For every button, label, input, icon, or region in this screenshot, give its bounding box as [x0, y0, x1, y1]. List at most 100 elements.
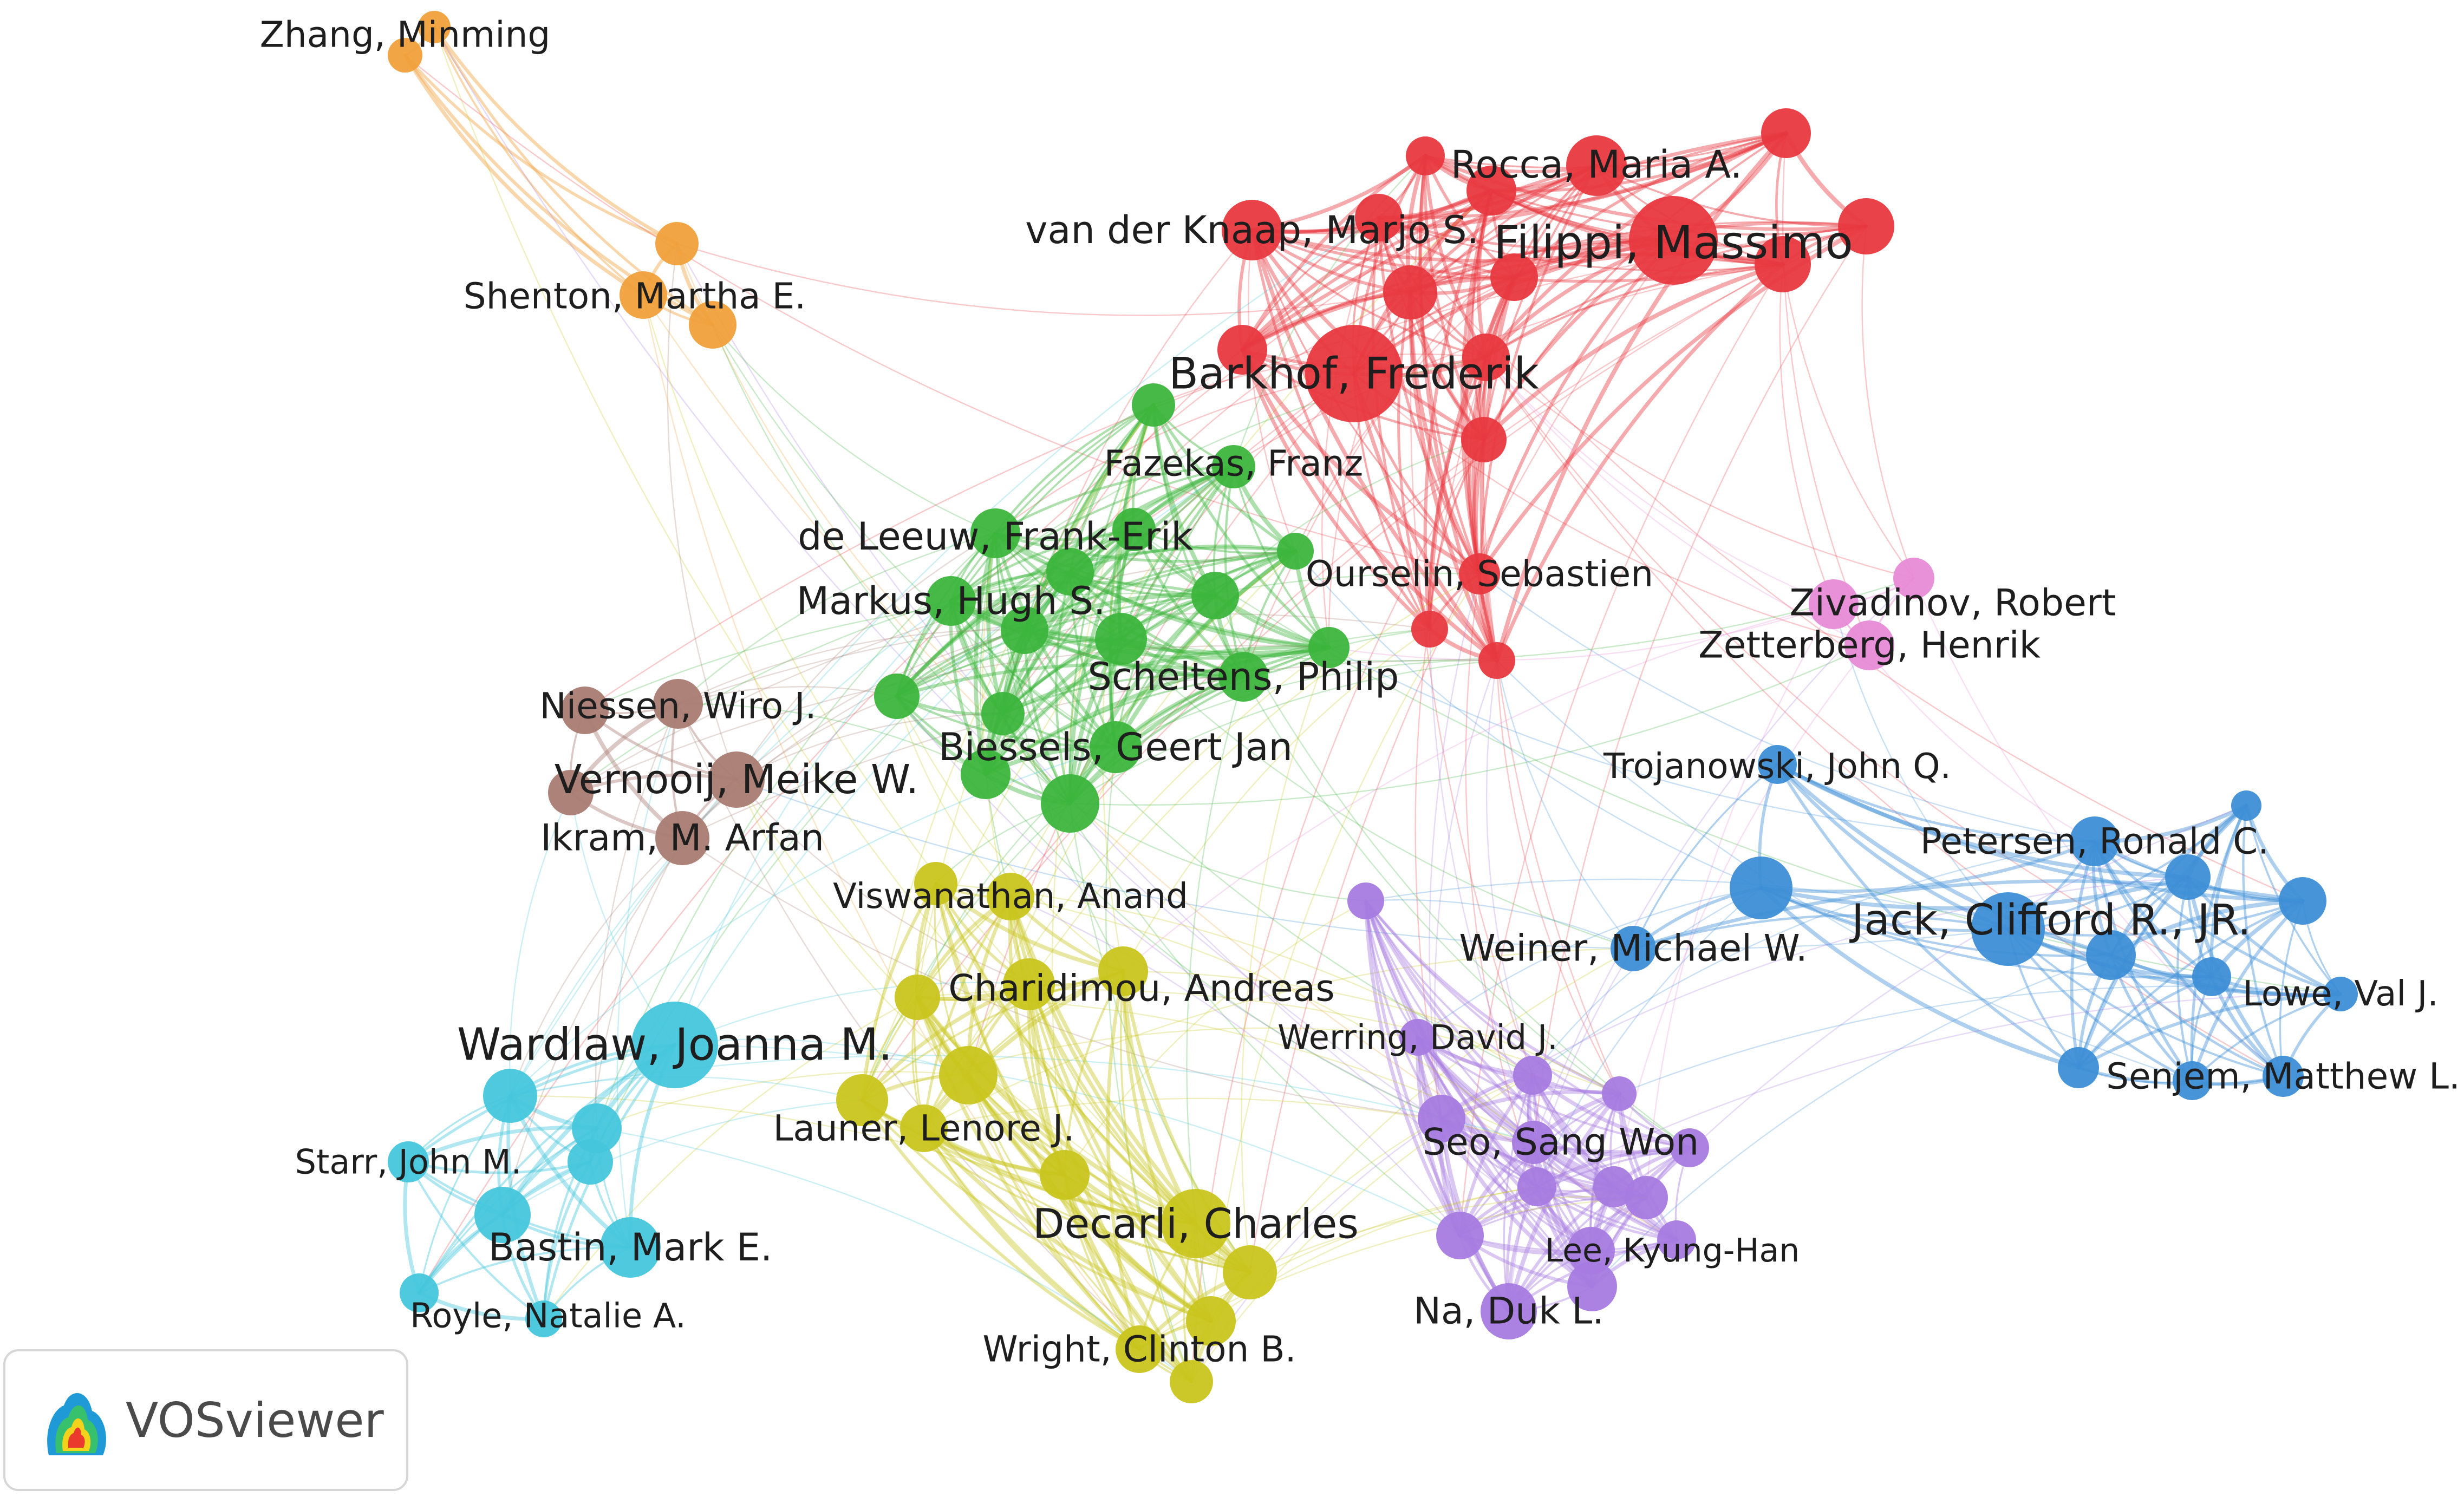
- author-node[interactable]: [1095, 613, 1147, 665]
- author-node[interactable]: [631, 1002, 718, 1088]
- author-node[interactable]: [388, 1141, 429, 1182]
- author-node[interactable]: [1490, 253, 1538, 301]
- author-node[interactable]: [1406, 136, 1445, 175]
- author-node[interactable]: [1459, 553, 1500, 594]
- author-node[interactable]: [1567, 1227, 1615, 1274]
- author-node[interactable]: [2279, 877, 2326, 925]
- author-node[interactable]: [1593, 1166, 1634, 1207]
- author-node[interactable]: [987, 873, 1034, 920]
- author-node[interactable]: [2231, 790, 2261, 821]
- author-node[interactable]: [620, 271, 667, 319]
- author-node[interactable]: [1383, 265, 1437, 319]
- author-node[interactable]: [1223, 1245, 1277, 1299]
- author-node[interactable]: [568, 1139, 613, 1185]
- author-node[interactable]: [926, 576, 976, 626]
- author-node[interactable]: [1191, 572, 1239, 619]
- author-node[interactable]: [1625, 1176, 1668, 1219]
- author-node[interactable]: [1305, 325, 1403, 422]
- author-node[interactable]: [1046, 548, 1094, 596]
- author-node[interactable]: [1567, 1261, 1617, 1311]
- author-node[interactable]: [1040, 1150, 1090, 1200]
- author-node[interactable]: [1517, 1167, 1556, 1206]
- author-node[interactable]: [418, 11, 451, 43]
- author-node[interactable]: [1602, 1076, 1637, 1111]
- author-node[interactable]: [1844, 620, 1894, 670]
- author-node[interactable]: [1218, 652, 1268, 702]
- author-node[interactable]: [1090, 721, 1142, 773]
- author-node[interactable]: [1809, 579, 1859, 629]
- author-node[interactable]: [483, 1069, 537, 1123]
- author-node[interactable]: [525, 1300, 562, 1337]
- author-node[interactable]: [2263, 1056, 2304, 1097]
- author-node[interactable]: [874, 674, 920, 719]
- author-node[interactable]: [836, 1074, 888, 1126]
- author-node[interactable]: [1657, 1220, 1696, 1259]
- author-node[interactable]: [1466, 166, 1516, 215]
- author-node[interactable]: [1003, 958, 1055, 1010]
- author-node[interactable]: [1971, 892, 2045, 966]
- author-node[interactable]: [1170, 1360, 1213, 1403]
- author-node[interactable]: [1041, 774, 1099, 833]
- author-node[interactable]: [970, 508, 1020, 558]
- author-node[interactable]: [2070, 816, 2120, 866]
- author-node[interactable]: [895, 975, 940, 1020]
- author-node[interactable]: [2173, 1061, 2212, 1100]
- author-node[interactable]: [1755, 236, 1811, 292]
- author-node[interactable]: [400, 1273, 439, 1312]
- author-node[interactable]: [2058, 1047, 2099, 1088]
- author-node[interactable]: [1761, 108, 1811, 158]
- author-node[interactable]: [1308, 627, 1350, 668]
- author-node[interactable]: [2323, 977, 2358, 1011]
- author-node[interactable]: [1462, 334, 1510, 381]
- author-node[interactable]: [961, 749, 1011, 799]
- author-node[interactable]: [1730, 857, 1792, 919]
- author-node[interactable]: [653, 679, 703, 729]
- author-node[interactable]: [1116, 1325, 1163, 1373]
- author-node[interactable]: [655, 222, 699, 265]
- coauthor-link: [677, 703, 987, 775]
- author-node[interactable]: [600, 1217, 661, 1278]
- author-node[interactable]: [1217, 325, 1267, 375]
- author-node[interactable]: [1411, 611, 1448, 648]
- author-node[interactable]: [1132, 383, 1175, 427]
- author-node[interactable]: [1436, 1212, 1484, 1259]
- author-node[interactable]: [900, 1104, 948, 1152]
- author-node[interactable]: [1566, 135, 1627, 196]
- author-node[interactable]: [655, 811, 709, 865]
- author-node[interactable]: [914, 862, 957, 905]
- author-node[interactable]: [2086, 930, 2136, 980]
- author-node[interactable]: [1893, 558, 1934, 599]
- author-node[interactable]: [548, 770, 594, 815]
- author-node[interactable]: [1001, 606, 1048, 654]
- author-node[interactable]: [2165, 854, 2211, 900]
- author-node[interactable]: [1418, 1095, 1465, 1142]
- author-node[interactable]: [1512, 1121, 1555, 1164]
- author-node[interactable]: [1758, 745, 1797, 784]
- author-node[interactable]: [1222, 200, 1282, 260]
- author-node[interactable]: [1186, 1296, 1236, 1346]
- author-node[interactable]: [2192, 957, 2231, 996]
- author-node[interactable]: [1478, 642, 1515, 679]
- author-node[interactable]: [1112, 508, 1156, 551]
- author-node[interactable]: [708, 751, 765, 808]
- author-node[interactable]: [1481, 1283, 1537, 1339]
- author-node[interactable]: [1212, 445, 1255, 488]
- author-node[interactable]: [981, 692, 1025, 735]
- author-node[interactable]: [1161, 1189, 1230, 1258]
- author-node[interactable]: [1399, 1019, 1436, 1056]
- author-node[interactable]: [1277, 533, 1314, 570]
- author-node[interactable]: [1670, 1128, 1709, 1167]
- author-node[interactable]: [1611, 926, 1656, 971]
- author-node[interactable]: [474, 1187, 531, 1243]
- author-node[interactable]: [1461, 417, 1507, 462]
- author-node[interactable]: [689, 301, 736, 349]
- author-node[interactable]: [1838, 198, 1894, 254]
- author-node[interactable]: [1098, 946, 1148, 996]
- author-node[interactable]: [1347, 882, 1384, 919]
- author-node[interactable]: [388, 38, 422, 73]
- author-node[interactable]: [939, 1046, 998, 1104]
- author-node[interactable]: [1629, 196, 1718, 285]
- author-node[interactable]: [561, 687, 609, 734]
- author-node[interactable]: [1355, 194, 1403, 241]
- author-node[interactable]: [1513, 1056, 1552, 1095]
